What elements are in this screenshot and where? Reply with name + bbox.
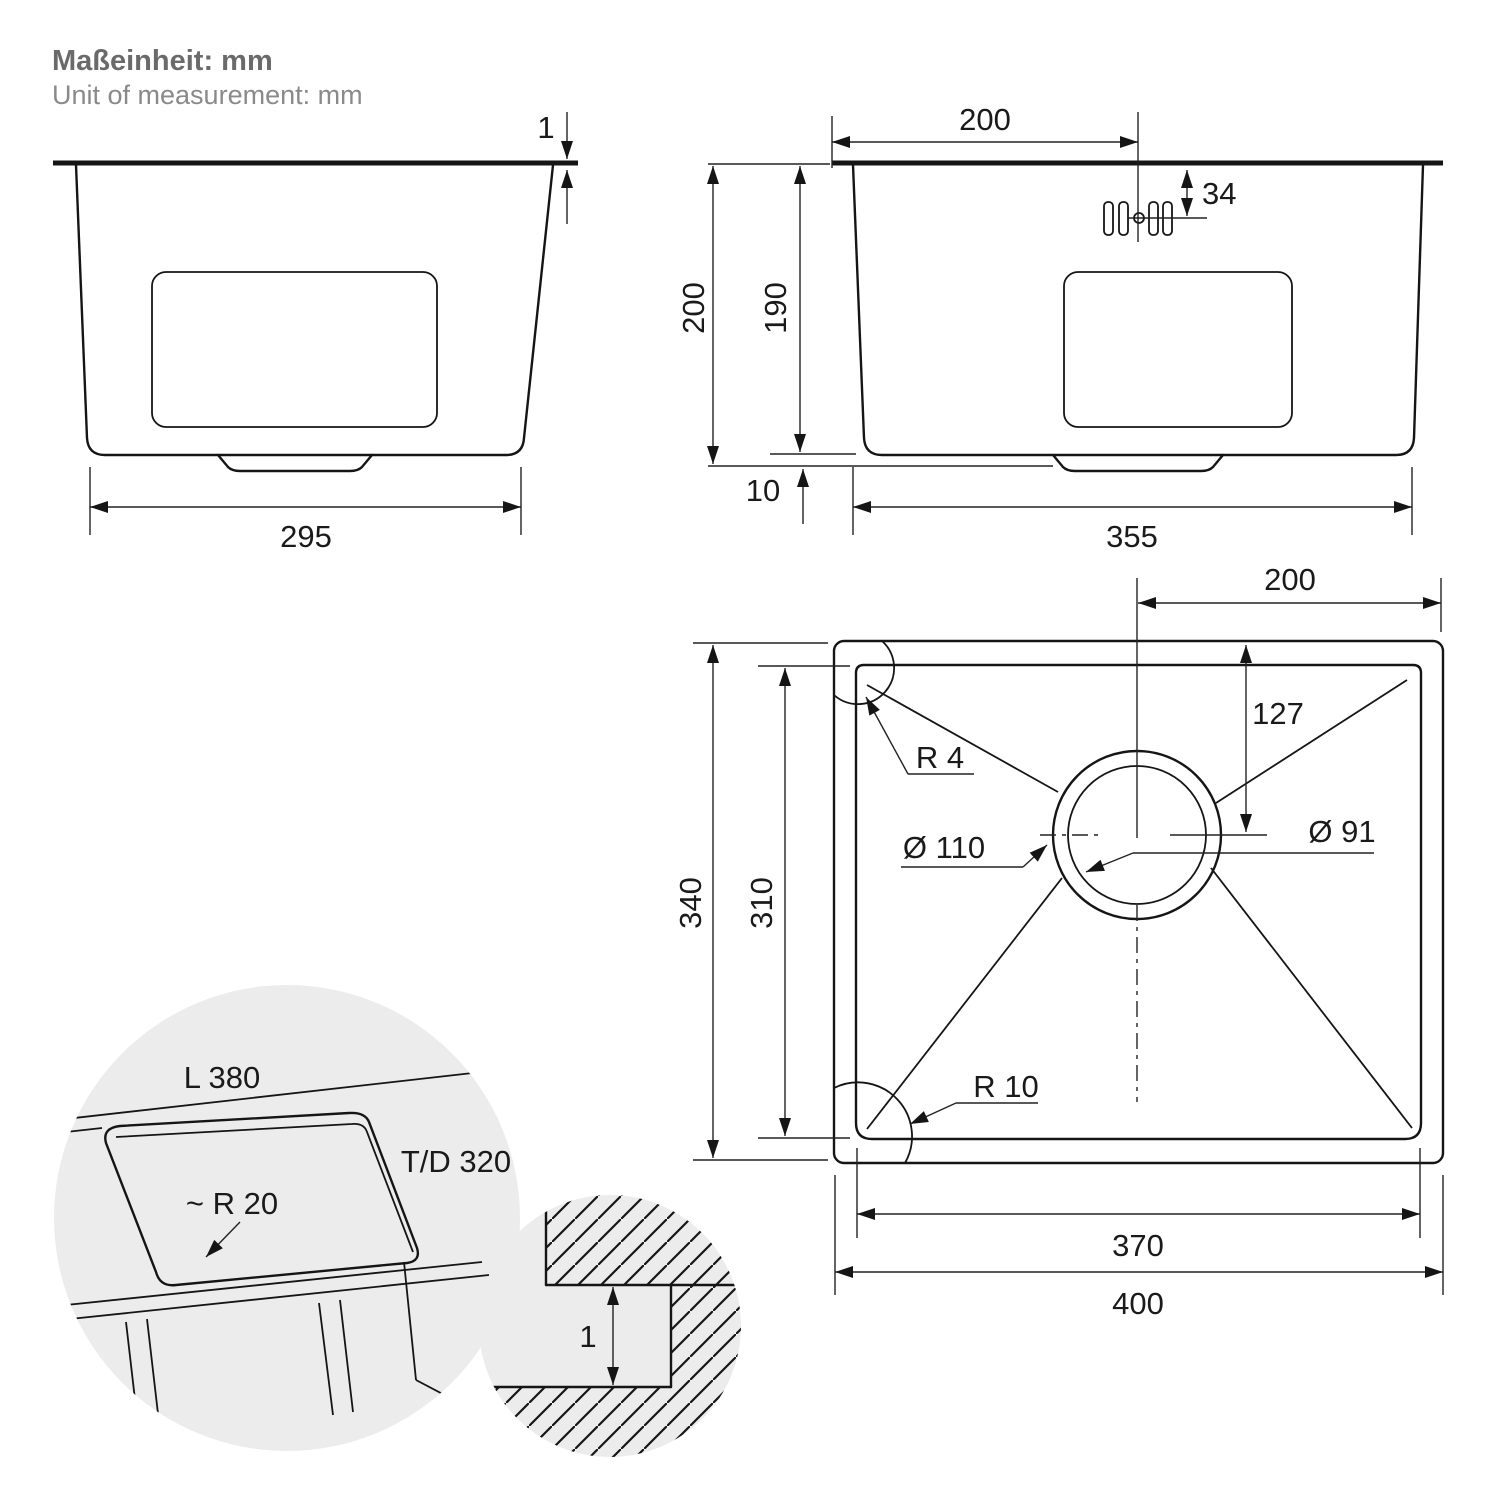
label-text-drain-inner-dia: Ø 91 [1308, 814, 1375, 849]
dim-text-top-tap-offset: 200 [1264, 562, 1316, 597]
dim-side-depths: 200 190 10 [676, 163, 1053, 524]
reveal-detail-view: 1 [479, 1195, 741, 1457]
front-view: 1 295 [53, 110, 578, 554]
corner-detail-arc-top-left [833, 640, 896, 705]
sink-rim-section-hatch [479, 1285, 741, 1457]
dim-side-bottom-width: 355 [852, 467, 1413, 554]
label-text-drain-outer-dia: Ø 110 [903, 830, 985, 865]
side-drain-bump [1051, 453, 1225, 473]
counter-front-edge-2 [69, 1274, 490, 1320]
label-corner-radius-top: R 4 [865, 696, 974, 775]
side-sink-body [851, 163, 1425, 457]
dim-outer-width: 400 [834, 1175, 1444, 1321]
dim-text-reveal: 1 [579, 1319, 596, 1354]
dim-text-bowl-depth: 190 [758, 282, 793, 334]
top-outer-rect [832, 639, 1445, 1165]
dim-inner-width: 370 [856, 1148, 1421, 1263]
top-view: 200 127 R 4 Ø 110 Ø 91 340 [673, 562, 1445, 1321]
corner-detail-arc-bottom-left [833, 1081, 913, 1164]
dim-tap-drop: 34 [1181, 170, 1236, 216]
dim-text-tap-drop: 34 [1202, 176, 1236, 211]
unit-note-english: Unit of measurement: mm [52, 80, 363, 111]
dim-reveal: 1 [579, 1287, 619, 1385]
label-text-corner-radius-top: R 4 [916, 740, 964, 775]
counter-front-edge [65, 1261, 483, 1306]
label-corner-radius-bottom: R 10 [909, 1069, 1039, 1125]
front-inner-basin [151, 271, 438, 428]
top-inner-rect [854, 663, 1423, 1141]
label-text-corner-radius-bottom: R 10 [973, 1069, 1038, 1104]
dim-text-inner-width: 370 [1112, 1228, 1164, 1263]
dim-text-rim-thickness: 1 [537, 110, 554, 145]
side-inner-basin [1063, 271, 1293, 428]
dim-top-tap-offset: 200 [1138, 562, 1442, 632]
label-cutout-depth: T/D 320 [401, 1144, 511, 1179]
dim-text-side-bottom-width: 355 [1106, 519, 1158, 554]
dim-tap-from-edge: 127 [1240, 645, 1304, 832]
counter-back-edge [54, 1068, 509, 1122]
dim-text-drain-height: 10 [746, 473, 780, 508]
dim-text-tap-from-edge: 127 [1252, 696, 1304, 731]
unit-note: Maßeinheit: mm Unit of measurement: mm [52, 44, 363, 112]
label-drain-outer-dia: Ø 110 [901, 830, 1048, 868]
front-drain-bump [216, 453, 374, 473]
countertop-section-hatch [546, 1195, 741, 1285]
dim-text-side-tap-offset: 200 [959, 102, 1011, 137]
dim-top-lengths: 340 310 [673, 642, 850, 1161]
dim-side-tap-offset: 200 [831, 102, 1138, 168]
label-cutout-corner-radius: ~ R 20 [186, 1186, 278, 1221]
dim-text-outer-width: 400 [1112, 1286, 1164, 1321]
dim-front-bottom-width: 295 [89, 467, 522, 554]
dim-text-front-bottom-width: 295 [280, 519, 332, 554]
side-view: 200 34 200 190 10 355 [676, 102, 1443, 554]
label-cutout-length: L 380 [184, 1060, 260, 1095]
front-sink-body [74, 163, 555, 457]
unit-note-german: Maßeinheit: mm [52, 45, 273, 77]
cutout-radius-leader [205, 1221, 241, 1258]
dim-text-inner-length: 310 [744, 877, 779, 929]
cutout-opening [104, 1111, 420, 1287]
cutout-perspective-view: L 380 T/D 320 ~ R 20 [54, 985, 520, 1451]
dim-text-overall-depth: 200 [676, 282, 711, 334]
cutout-opening-inner-edge [115, 1123, 414, 1253]
label-drain-inner-dia: Ø 91 [1085, 814, 1376, 873]
dim-text-outer-length: 340 [673, 877, 708, 929]
dim-front-rim-thickness: 1 [537, 110, 573, 224]
cutout-view-background-circle [54, 985, 520, 1451]
